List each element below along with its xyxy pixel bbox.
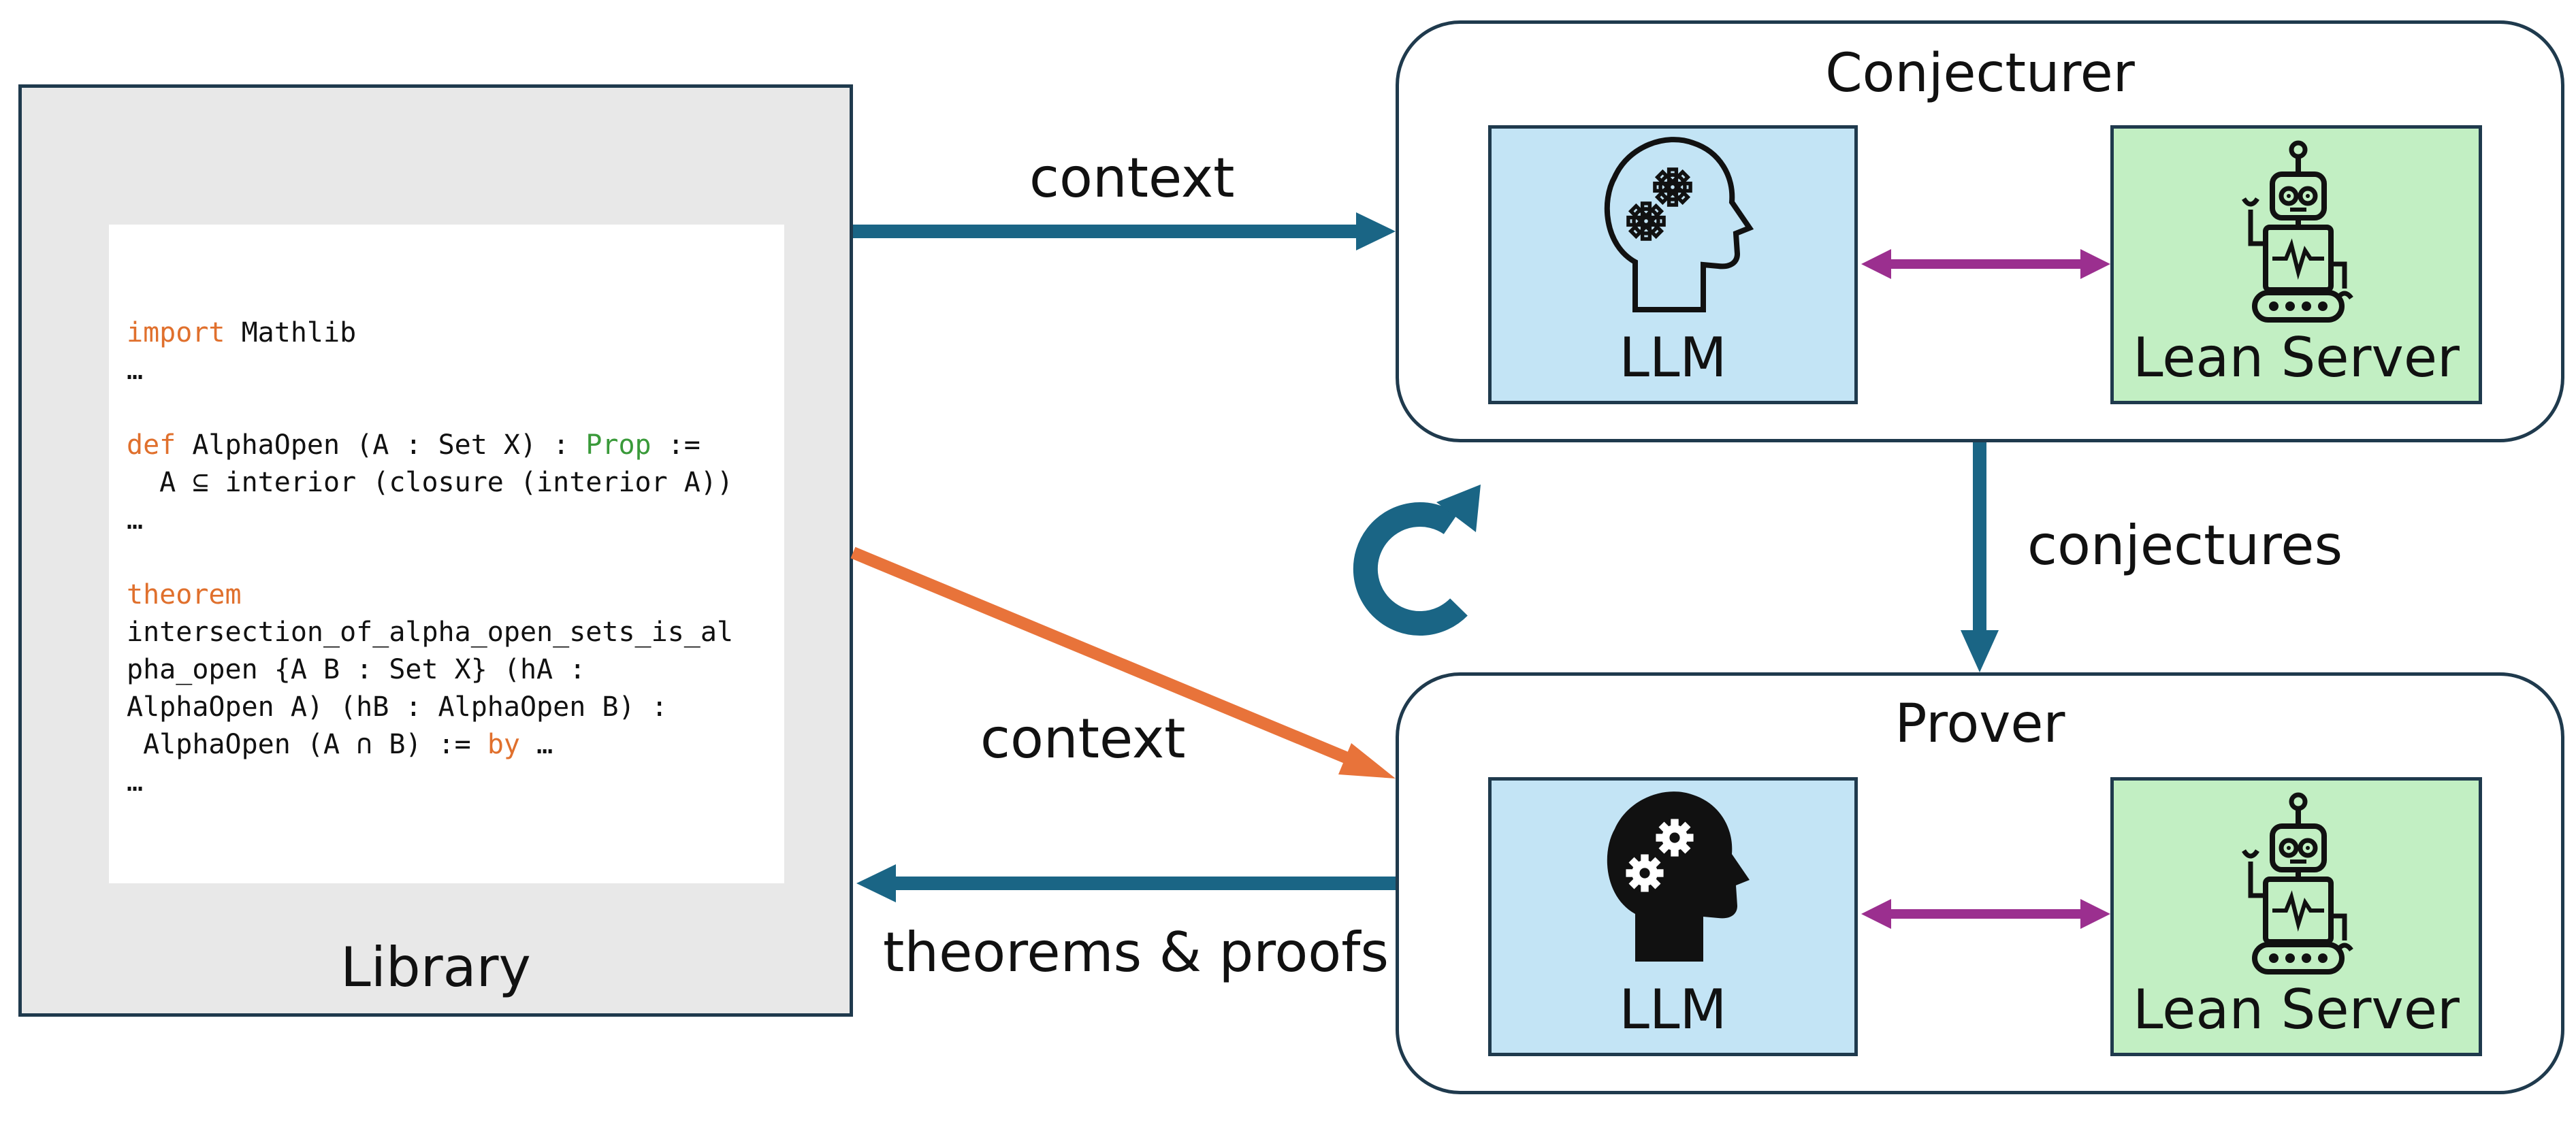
conjecturer-llm-box — [1488, 125, 1858, 404]
code-line: intersection_of_alpha_open_sets_is_al — [127, 614, 733, 651]
context-arrow-top — [853, 212, 1396, 250]
code-token: AlphaOpen A) (hB : AlphaOpen B) : — [127, 691, 668, 723]
code-keyword: import — [127, 317, 225, 348]
code-token: intersection_of_alpha_open_sets_is_al — [127, 617, 734, 648]
prover-bidirectional-arrow — [1861, 899, 2110, 929]
code-token: AlphaOpen (A ∩ B) := — [127, 729, 487, 760]
code-token: A ⊆ interior (closure (interior A)) — [127, 467, 734, 498]
code-token: := — [651, 429, 701, 461]
lean-code-snippet: import Mathlib… def AlphaOpen (A : Set X… — [127, 314, 733, 801]
refresh-loop-icon — [1353, 485, 1481, 636]
theorems-proofs-arrow — [856, 864, 1396, 902]
prover-llm-label: LLM — [1619, 978, 1727, 1041]
code-line: import Mathlib — [127, 314, 733, 352]
code-keyword: by — [487, 729, 520, 760]
conjecturer-robot-icon — [2244, 143, 2351, 320]
code-token: Mathlib — [225, 317, 357, 348]
conjectures-edge-label: conjectures — [2027, 514, 2343, 577]
library-label: Library — [340, 936, 531, 999]
code-line: def AlphaOpen (A : Set X) : Prop := — [127, 427, 733, 464]
code-token: pha_open {A B : Set X} (hA : — [127, 654, 586, 685]
prover-title: Prover — [1895, 693, 2065, 755]
prover-robot-icon — [2244, 795, 2351, 972]
context-edge-label-middle: context — [980, 707, 1186, 770]
code-line: … — [127, 352, 733, 389]
conjectures-arrow — [1961, 442, 1999, 672]
code-panel — [109, 225, 784, 883]
theorems-proofs-edge-label: theorems & proofs — [883, 921, 1389, 984]
code-line: … — [127, 764, 733, 801]
head-gears-filled-icon — [1607, 791, 1750, 962]
prover-lean-server-label: Lean Server — [2133, 978, 2460, 1041]
conjecturer-lean-server-label: Lean Server — [2133, 326, 2460, 389]
conjecturer-title: Conjecturer — [1825, 43, 2135, 104]
code-token: … — [127, 355, 144, 386]
context-arrow-orange — [850, 546, 1396, 779]
conjecturer-llm-label: LLM — [1619, 326, 1727, 389]
code-line: AlphaOpen A) (hB : AlphaOpen B) : — [127, 689, 733, 726]
context-edge-label-top: context — [1029, 146, 1235, 210]
code-line: AlphaOpen (A ∩ B) := by … — [127, 726, 733, 764]
code-token: AlphaOpen (A : Set X) : — [176, 429, 586, 461]
code-line: … — [127, 502, 733, 539]
head-gears-outline-icon — [1607, 140, 1750, 310]
code-line: A ⊆ interior (closure (interior A)) — [127, 464, 733, 502]
code-line: pha_open {A B : Set X} (hA : — [127, 651, 733, 689]
code-type: Prop — [585, 429, 651, 461]
code-keyword: def — [127, 429, 176, 461]
code-keyword: theorem — [127, 579, 242, 610]
conjecturer-bidirectional-arrow — [1861, 249, 2110, 279]
code-token: … — [519, 729, 553, 760]
code-token: … — [127, 504, 144, 536]
code-token: … — [127, 766, 144, 798]
code-line: theorem — [127, 576, 733, 614]
